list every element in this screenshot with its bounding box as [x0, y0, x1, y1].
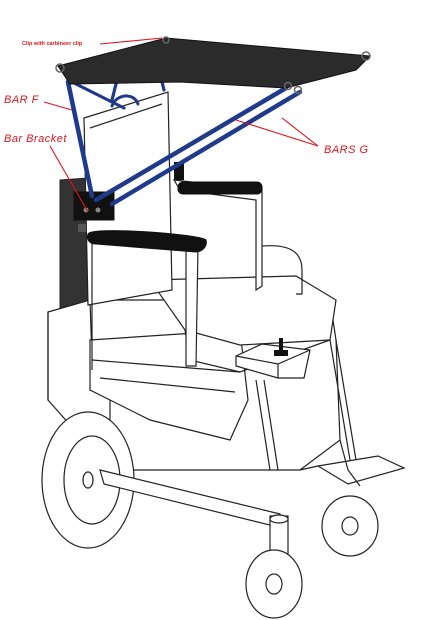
clip-right	[361, 51, 371, 61]
controller-box	[235, 343, 311, 379]
label-clip: Clip with carbineer clip	[22, 41, 83, 47]
bar-f	[65, 79, 95, 199]
bracket-clamp	[78, 224, 86, 232]
canopy-loop	[110, 94, 140, 108]
leader-clip	[99, 37, 163, 45]
clip-top	[162, 36, 170, 44]
leader-bar-bracket	[49, 145, 89, 213]
caster-post-top	[269, 514, 289, 524]
bracket-bolt-2	[95, 207, 101, 213]
clip-bar-g-2	[293, 85, 303, 95]
front-caster-wheel	[245, 549, 303, 619]
joystick-base	[274, 350, 288, 356]
right-arm-loop	[261, 245, 303, 295]
rear-wheel-hub	[82, 471, 94, 489]
seat-tub-front	[91, 359, 241, 393]
right-armrest-pad	[177, 181, 263, 195]
leader-bar-f	[43, 101, 73, 111]
joystick-stick	[279, 338, 283, 352]
right-caster-wheel	[321, 495, 379, 557]
leader-bars-g-1	[235, 119, 319, 147]
leader-bars-g-2	[281, 117, 319, 147]
canopy	[57, 37, 372, 89]
left-armrest-pad	[87, 230, 207, 253]
footrest-plate	[316, 455, 406, 485]
label-bar-bracket: Bar Bracket	[4, 133, 67, 145]
right-caster-hub	[341, 516, 359, 536]
right-arm-block	[174, 162, 184, 180]
clip-left	[55, 63, 65, 73]
backrest-inner	[89, 103, 163, 129]
clip-bar-g-1	[283, 81, 293, 91]
left-armrest-post	[185, 245, 199, 367]
bar-g-1	[93, 85, 289, 203]
label-bars-g: BARS G	[324, 144, 369, 156]
label-bar-f: BAR F	[4, 94, 40, 106]
bar-g-2	[109, 89, 303, 207]
footrest-frame	[299, 439, 361, 487]
backrest	[83, 91, 173, 306]
front-caster-hub	[265, 573, 283, 595]
footrest-support	[255, 339, 357, 471]
controller-top	[235, 349, 311, 378]
